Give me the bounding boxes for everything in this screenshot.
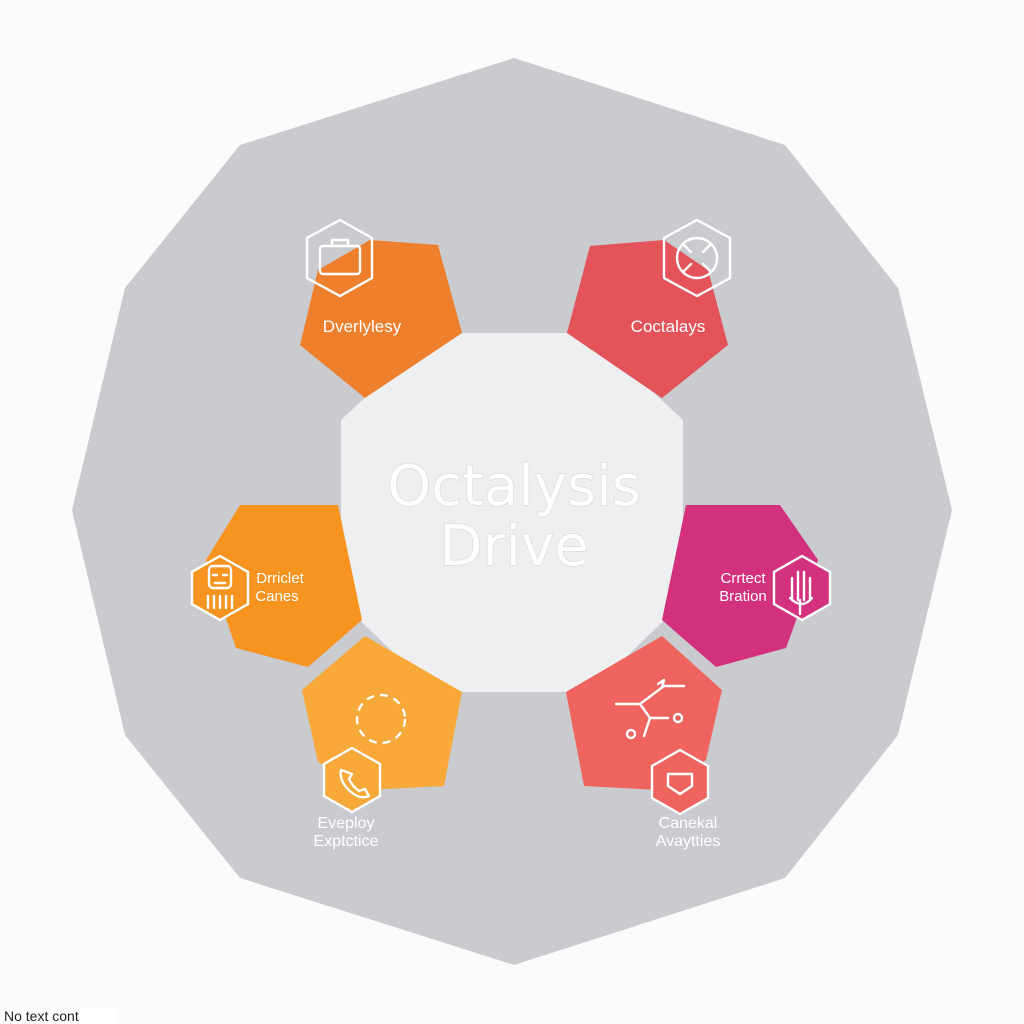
- segment-5-label-line1: Eveploy: [318, 815, 375, 832]
- segment-4-label-line2: Bration: [719, 588, 767, 605]
- segment-5-shape: [302, 636, 462, 790]
- segment-3-shape: [206, 505, 362, 667]
- hand-icon: [788, 570, 814, 616]
- segment-4[interactable]: Crrtect Bration: [662, 505, 832, 667]
- center-title-line1: Octalysis: [387, 454, 641, 519]
- segment-3-label-line1: Drriclet: [256, 570, 304, 587]
- segment-6-label-line1: Canekal: [659, 815, 718, 832]
- segment-1-label-line1: Dverlylesy: [323, 317, 402, 336]
- segment-4-label-line1: Crrtect: [721, 570, 767, 587]
- badge-icon: [666, 772, 694, 796]
- segment-4-shape: [662, 505, 818, 667]
- segment-5-label-line2: Exptctice: [314, 833, 379, 850]
- center-hub: [341, 333, 683, 692]
- briefcase-icon: [318, 238, 362, 276]
- face-icon: [206, 564, 234, 610]
- segment-6-icon-frame: [650, 748, 710, 816]
- compass-icon: [675, 236, 719, 280]
- network-icon: [614, 678, 686, 740]
- segment-3-label-line2: Canes: [255, 588, 298, 605]
- segment-2-icon-frame: [662, 218, 732, 298]
- segment-3[interactable]: Drriclet Canes: [190, 505, 362, 667]
- segment-5[interactable]: Eveploy Exptctice: [302, 636, 462, 850]
- segment-1-icon-frame: [305, 218, 374, 298]
- segment-1-shape: [300, 240, 462, 398]
- center-title-line2: Drive: [439, 514, 588, 579]
- segment-4-icon-frame: [772, 554, 832, 622]
- segment-1[interactable]: Dverlylesy: [300, 218, 462, 398]
- segment-5-dashed-circle: [355, 693, 407, 745]
- footer-note: No text cont: [0, 1008, 116, 1024]
- segment-2[interactable]: Coctalays: [567, 218, 732, 398]
- segment-6-label-line2: Avaytties: [656, 833, 721, 850]
- segment-6[interactable]: Canekal Avaytties: [566, 636, 722, 850]
- phone-icon: [339, 768, 371, 799]
- segment-2-shape: [567, 240, 728, 398]
- segment-2-label-line1: Coctalays: [631, 317, 706, 336]
